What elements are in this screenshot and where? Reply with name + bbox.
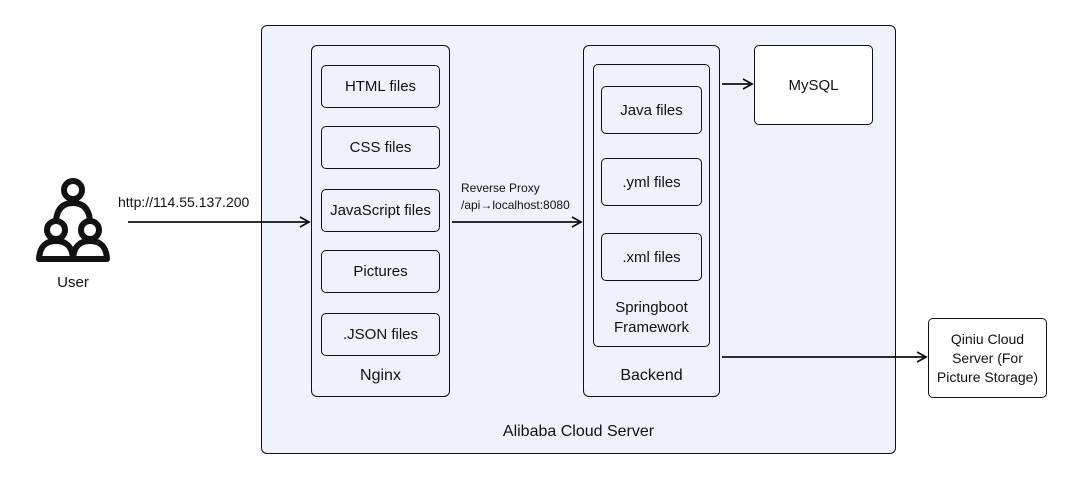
nginx-file-javascript: JavaScript files (321, 189, 440, 232)
mysql-label: MySQL (788, 77, 839, 94)
nginx-file-pictures: Pictures (321, 250, 440, 293)
qiniu-cloud-box (928, 318, 1047, 398)
nginx-label: Nginx (360, 367, 401, 384)
backend-file-xml: .xml files (601, 233, 702, 281)
backend-file-java: Java files (601, 86, 702, 134)
proxy-line-1: Reverse Proxy (461, 181, 540, 195)
nginx-file-css: CSS files (321, 126, 440, 169)
proxy-line-2: /api→localhost:8080 (461, 197, 570, 212)
qiniu-line-2: Server (For (952, 349, 1023, 366)
users-icon (36, 178, 110, 262)
url-label: http://114.55.137.200 (118, 194, 250, 210)
nginx-file-html: HTML files (321, 65, 440, 108)
backend-file-yml: .yml files (601, 158, 702, 206)
qiniu-line-3: Picture Storage) (936, 368, 1039, 385)
qiniu-cloud-label: Qiniu Cloud Server (For Picture Storage) (928, 330, 1047, 387)
framework-line-1: Springboot (615, 299, 688, 316)
springboot-framework-label: Springboot Framework (593, 298, 710, 337)
user-label: User (57, 274, 89, 291)
server-label: Alibaba Cloud Server (502, 423, 655, 440)
mysql-box (754, 45, 873, 125)
qiniu-line-1: Qiniu Cloud (950, 331, 1025, 347)
framework-line-2: Framework (613, 318, 689, 336)
proxy-label: Reverse Proxy /api→localhost:8080 (461, 180, 570, 214)
nginx-file-json: .JSON files (321, 313, 440, 356)
backend-label: Backend (620, 367, 683, 384)
